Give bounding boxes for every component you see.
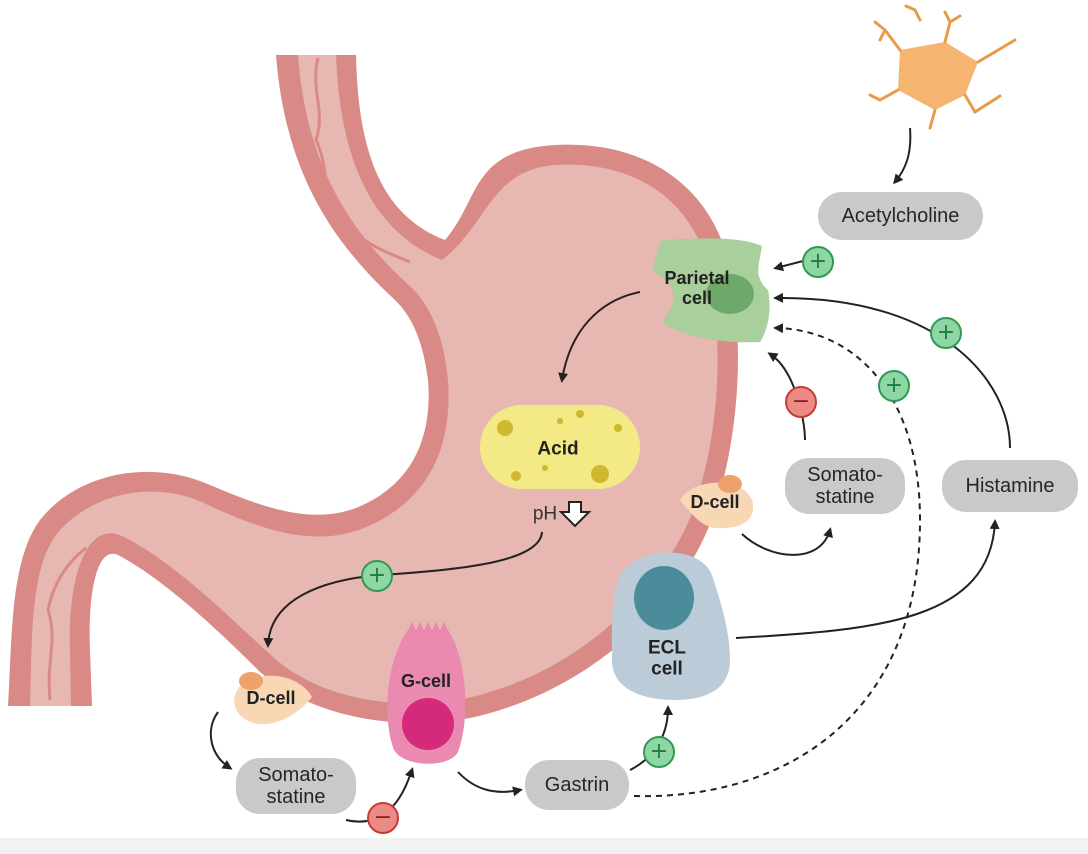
arrow-dcell-to-somatostatine-right [741,527,833,556]
plus-sign-histamine: + [930,317,962,349]
ph-label: pH [532,503,558,525]
stomach-lumen [30,55,718,706]
arrow-histamine-to-parietal [773,292,1011,449]
plus-sign-gastrin-parietal: + [878,370,910,402]
arrow-ecl-to-histamine [735,519,1000,639]
parietal-cell-label: Parietal cell [664,267,730,308]
neuron-icon [868,4,1017,130]
plus-sign-gastrin-ecl: + [643,736,675,768]
g-cell-label: G-cell [400,670,452,691]
acid-label: Acid [537,438,579,460]
minus-sign-somatostatine-right: − [785,386,817,418]
arrow-neuron-to-acetylcholine [893,127,912,185]
arrow-gastrin-to-parietal-dashed [633,323,922,798]
acid-blob [480,405,640,489]
duodenum-fold [46,546,87,701]
plus-sign-acetylcholine: + [802,246,834,278]
arrow-gcell-to-gastrin [457,771,523,797]
arrow-parietal-to-acid [558,291,641,383]
arrow-dcell-left-to-somatostatine [209,711,233,770]
histamine-pill: Histamine [942,460,1078,512]
somatostatine-right-pill: Somato- statine [785,458,905,514]
bottom-margin-band [0,838,1088,854]
g-cell [387,622,466,764]
d-cell-left [234,672,312,725]
d-cell-left-label: D-cell [246,687,296,708]
plus-sign-ph-dcell: + [361,560,393,592]
ecl-cell [611,552,730,700]
d-cell-right [680,475,754,529]
parietal-cell [652,238,770,343]
acetylcholine-pill: Acetylcholine [818,192,983,240]
ecl-cell-label: ECL cell [648,637,686,680]
arrows [209,127,1011,823]
somatostatine-left-pill: Somato- statine [236,758,356,814]
esophagus-fold [314,57,411,264]
d-cell-right-label: D-cell [690,491,740,512]
minus-sign-somatostatine-left: − [367,802,399,834]
ph-down-arrow-icon [558,501,592,528]
gastrin-pill: Gastrin [525,760,629,810]
stomach [8,55,738,723]
